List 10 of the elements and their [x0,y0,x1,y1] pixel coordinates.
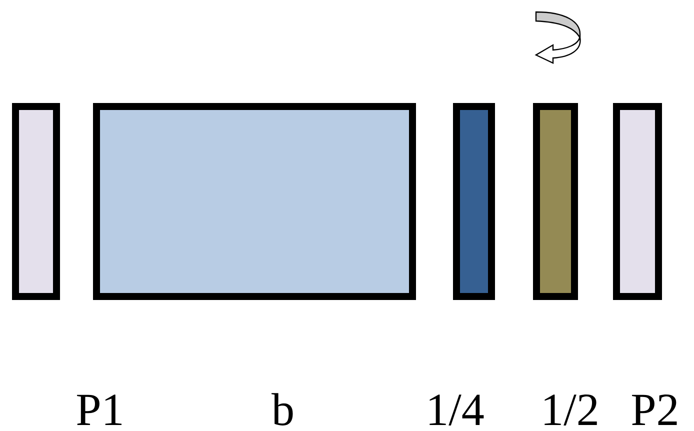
plate-label: 1/4 [430,394,484,426]
plate-label: P2 [632,394,677,425]
plate-label: 1/2 [544,394,597,426]
plate-label: b [272,393,293,426]
filter-plate [613,103,662,300]
filter-plate [533,103,578,300]
filter-plate [12,103,60,300]
filter-plate [93,103,416,300]
filter-plate [453,103,495,300]
plate-label: P1 [77,394,122,425]
